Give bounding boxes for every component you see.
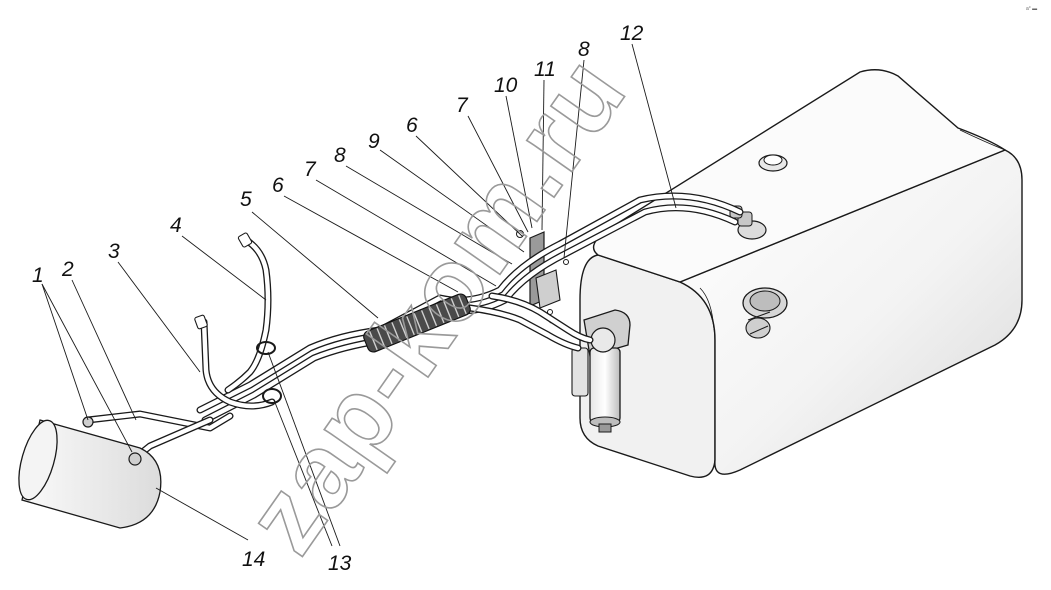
callout-3: 3 [108, 240, 120, 263]
level-sensor-flange [742, 287, 788, 339]
callout-4: 4 [170, 214, 182, 237]
callout-7: 7 [304, 158, 317, 181]
hose-clamps [256, 341, 282, 404]
fuel-filter [571, 309, 631, 433]
fuel-tank [579, 69, 1023, 478]
corrugated-sleeve [363, 293, 471, 353]
callout-13: 13 [328, 552, 352, 575]
callout-6: 6 [272, 174, 284, 197]
callout-labels: 1 2 3 4 5 6 7 8 9 6 7 10 11 8 12 13 14 [32, 22, 644, 575]
cylinder-component [18, 416, 162, 529]
callout-8-upper: 8 [578, 38, 590, 61]
callout-8: 8 [334, 144, 346, 167]
tank-side-face [678, 149, 1023, 475]
corner-mark: a° ▬ [1026, 6, 1037, 12]
callout-11: 11 [534, 58, 556, 81]
callout-9: 9 [368, 130, 380, 153]
callout-12: 12 [620, 22, 644, 45]
callout-6-upper: 6 [406, 114, 418, 137]
callout-7-upper: 7 [456, 94, 469, 117]
callout-10: 10 [494, 74, 518, 97]
filler-cap [758, 154, 788, 172]
leader-lines [41, 43, 677, 547]
callout-14: 14 [242, 548, 265, 571]
callout-1: 1 [32, 264, 44, 287]
callout-2: 2 [61, 258, 74, 281]
callout-5: 5 [240, 188, 252, 211]
